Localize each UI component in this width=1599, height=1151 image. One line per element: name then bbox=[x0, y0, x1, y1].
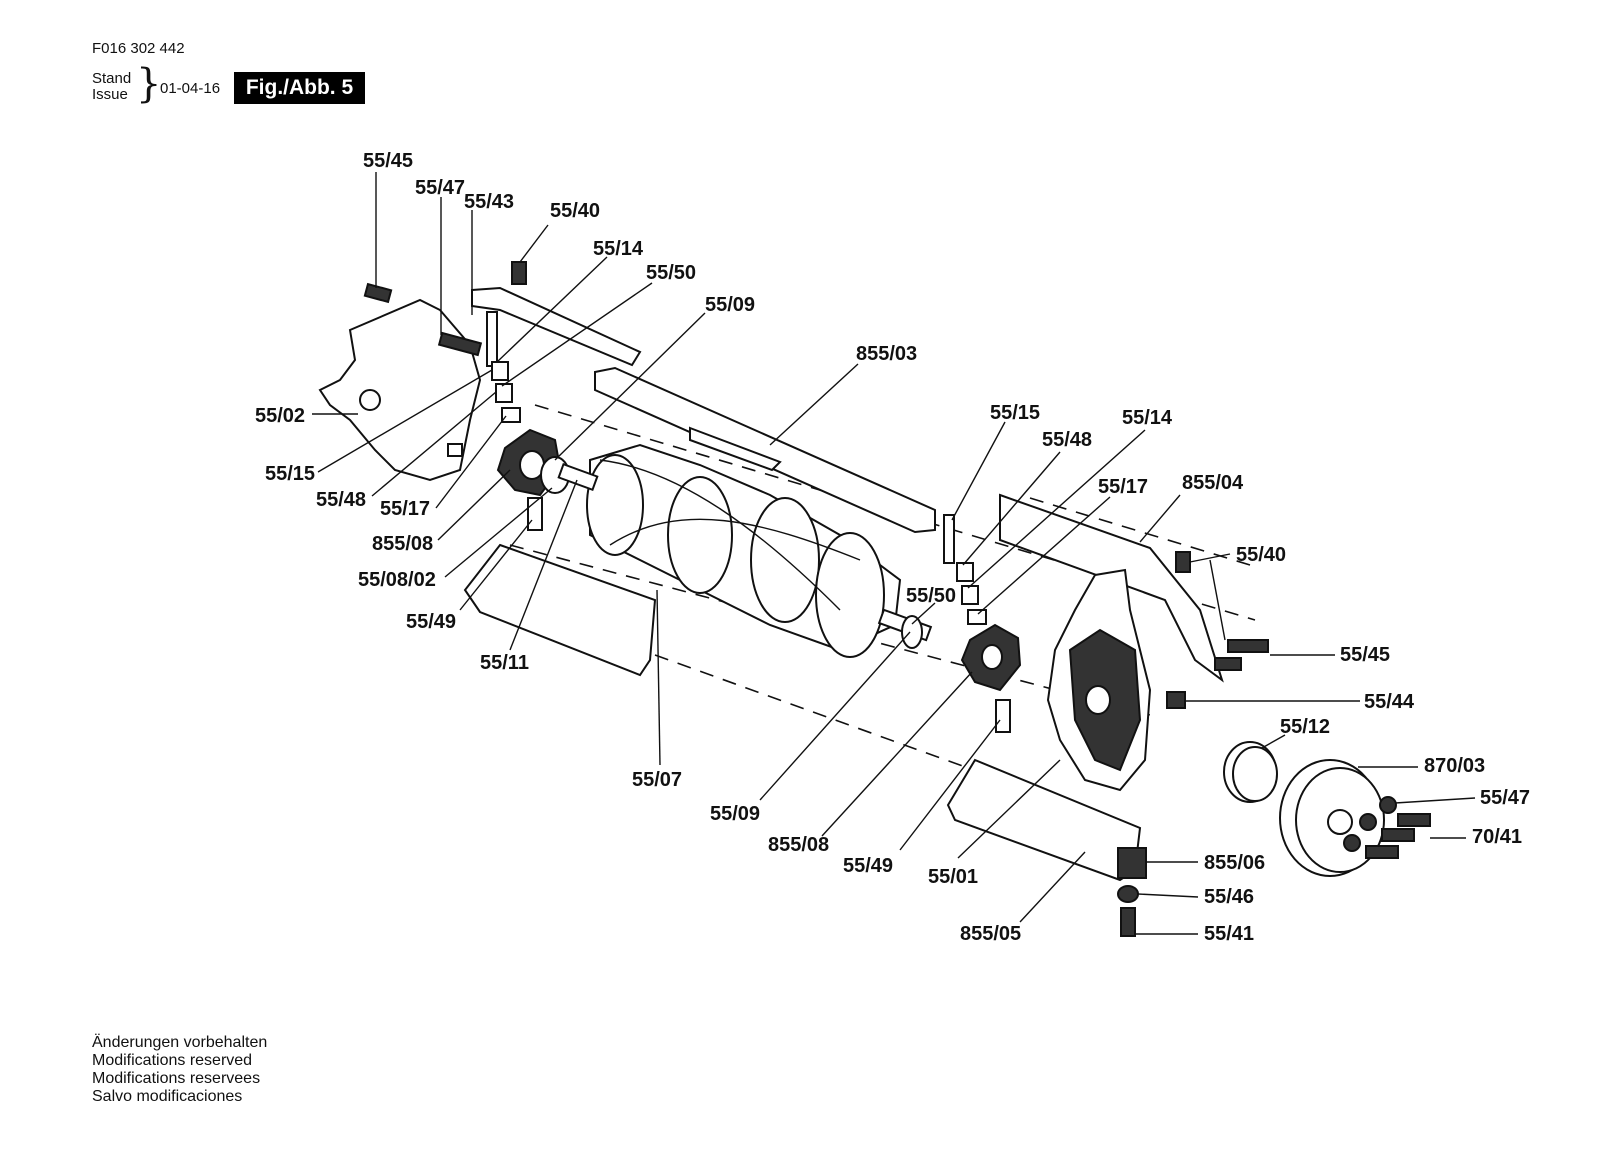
right-bearing-cap-hole bbox=[981, 644, 1003, 670]
modification-notice: Änderungen vorbehalten Modifications res… bbox=[92, 1034, 267, 1106]
reel-blade-1 bbox=[599, 459, 841, 611]
rear-rail-right-855-04 bbox=[999, 493, 1224, 683]
bolt-70-41-c bbox=[1365, 845, 1399, 859]
notice-line-en: Modifications reserved bbox=[92, 1052, 253, 1069]
callout-label: 55/01 bbox=[928, 866, 978, 888]
clip-55-17-right bbox=[967, 609, 987, 625]
callout-label: 55/46 bbox=[1204, 886, 1254, 908]
callout-label: 55/47 bbox=[1480, 787, 1530, 809]
callout-label: 55/09 bbox=[710, 803, 760, 825]
drive-bar-slot bbox=[689, 426, 782, 472]
bolt-70-41-b bbox=[1381, 828, 1415, 842]
callout-label: 55/15 bbox=[265, 463, 315, 485]
callout-label: 55/45 bbox=[363, 150, 413, 172]
reel-disc-4 bbox=[815, 532, 885, 658]
notice-line-es: Salvo modificaciones bbox=[92, 1088, 243, 1105]
callout-label: 55/17 bbox=[380, 498, 430, 520]
left-plate-hole bbox=[359, 389, 381, 411]
callout-label: 55/15 bbox=[990, 402, 1040, 424]
screw-55-40-left bbox=[511, 261, 527, 285]
bolt-55-41 bbox=[1120, 907, 1136, 937]
washer-55-47-c bbox=[1343, 834, 1361, 852]
screw-55-47-left bbox=[437, 331, 483, 357]
callout-label: 55/02 bbox=[255, 405, 305, 427]
clip-55-17-left bbox=[501, 407, 521, 423]
callout-label: 55/47 bbox=[415, 177, 465, 199]
washer-55-46 bbox=[1117, 885, 1139, 903]
bearing-55-09-right bbox=[901, 615, 923, 649]
brace-symbol: } bbox=[136, 61, 162, 107]
bushing-55-50-left bbox=[495, 383, 513, 403]
notice-line-fr: Modifications reservees bbox=[92, 1070, 261, 1087]
pulley-hub bbox=[1327, 809, 1353, 835]
callout-label: 55/11 bbox=[480, 652, 529, 674]
stand-label: Stand bbox=[92, 70, 132, 87]
front-blade-left-855-05 bbox=[463, 543, 657, 677]
right-plate-hole bbox=[1085, 685, 1111, 715]
callout-label: 855/04 bbox=[1182, 472, 1244, 494]
washer-55-47-a bbox=[1379, 796, 1397, 814]
bottom-blade-855-05 bbox=[946, 758, 1142, 882]
reel-disc-2 bbox=[667, 476, 733, 594]
notice-line-de: Änderungen vorbehalten bbox=[92, 1034, 268, 1051]
callout-label: 55/17 bbox=[1098, 476, 1148, 498]
callout-label: 55/07 bbox=[632, 769, 682, 791]
issue-label: Issue bbox=[92, 86, 128, 103]
callout-label: 55/08/02 bbox=[358, 569, 436, 591]
callout-label: 55/14 bbox=[593, 238, 644, 260]
callout-label: 855/06 bbox=[1204, 852, 1265, 874]
document-number: F016 302 442 bbox=[92, 40, 185, 57]
callout-label: 855/05 bbox=[960, 923, 1021, 945]
screw-55-45-right bbox=[1227, 639, 1269, 653]
drive-bar-855-03 bbox=[594, 366, 936, 534]
callout-label: 55/49 bbox=[843, 855, 893, 877]
axis-line-lower bbox=[654, 654, 1141, 831]
callout-label: 855/03 bbox=[856, 343, 917, 365]
screw-55-45-right-b bbox=[1214, 657, 1242, 671]
screw-55-40-right bbox=[1175, 551, 1191, 573]
left-plate-square-hole bbox=[447, 443, 463, 457]
callout-label: 55/40 bbox=[550, 200, 600, 222]
callout-label: 870/03 bbox=[1424, 755, 1485, 777]
washer-55-47-b bbox=[1359, 813, 1377, 831]
leader-lines bbox=[312, 172, 1476, 935]
callout-label: 855/08 bbox=[372, 533, 433, 555]
callout-label: 855/08 bbox=[768, 834, 829, 856]
issue-date: 01-04-16 bbox=[160, 80, 221, 97]
left-spring-55-49 bbox=[527, 497, 543, 531]
reel-disc-3 bbox=[750, 497, 820, 623]
callout-label: 55/12 bbox=[1280, 716, 1330, 738]
bolt-70-41-a bbox=[1397, 813, 1431, 827]
right-spring-55-49 bbox=[995, 699, 1011, 733]
blade-clip-855-06 bbox=[1117, 847, 1147, 879]
screw-55-45-left bbox=[363, 282, 393, 304]
nut-55-14-left bbox=[491, 361, 509, 381]
callout-label: 55/14 bbox=[1122, 407, 1173, 429]
callout-label: 55/49 bbox=[406, 611, 456, 633]
callout-label: 55/41 bbox=[1204, 923, 1254, 945]
callout-label: 55/09 bbox=[705, 294, 755, 316]
right-spring-55-15 bbox=[943, 514, 955, 564]
bushing-55-50-right bbox=[961, 585, 979, 605]
stand-issue-label: Stand Issue bbox=[92, 71, 131, 103]
nut-55-44 bbox=[1166, 691, 1186, 709]
callout-label: 55/50 bbox=[906, 585, 956, 607]
callout-labels: 55/45 55/47 55/43 55/40 55/14 55/50 55/0… bbox=[255, 150, 1530, 945]
callout-label: 55/48 bbox=[316, 489, 366, 511]
reel-blade-2 bbox=[609, 518, 861, 561]
left-spring-55-43 bbox=[486, 311, 498, 367]
callout-label: 55/45 bbox=[1340, 644, 1390, 666]
callout-label: 55/40 bbox=[1236, 544, 1286, 566]
roller-55-12-face bbox=[1232, 746, 1278, 802]
figure-label: Fig./Abb. 5 bbox=[234, 72, 365, 104]
callout-label: 55/48 bbox=[1042, 429, 1092, 451]
callout-label: 55/50 bbox=[646, 262, 696, 284]
callout-label: 55/43 bbox=[464, 191, 514, 213]
reel-disc-1 bbox=[586, 454, 644, 556]
nut-55-48-right bbox=[956, 562, 974, 582]
callout-label: 70/41 bbox=[1472, 826, 1522, 848]
callout-label: 55/44 bbox=[1364, 691, 1415, 713]
